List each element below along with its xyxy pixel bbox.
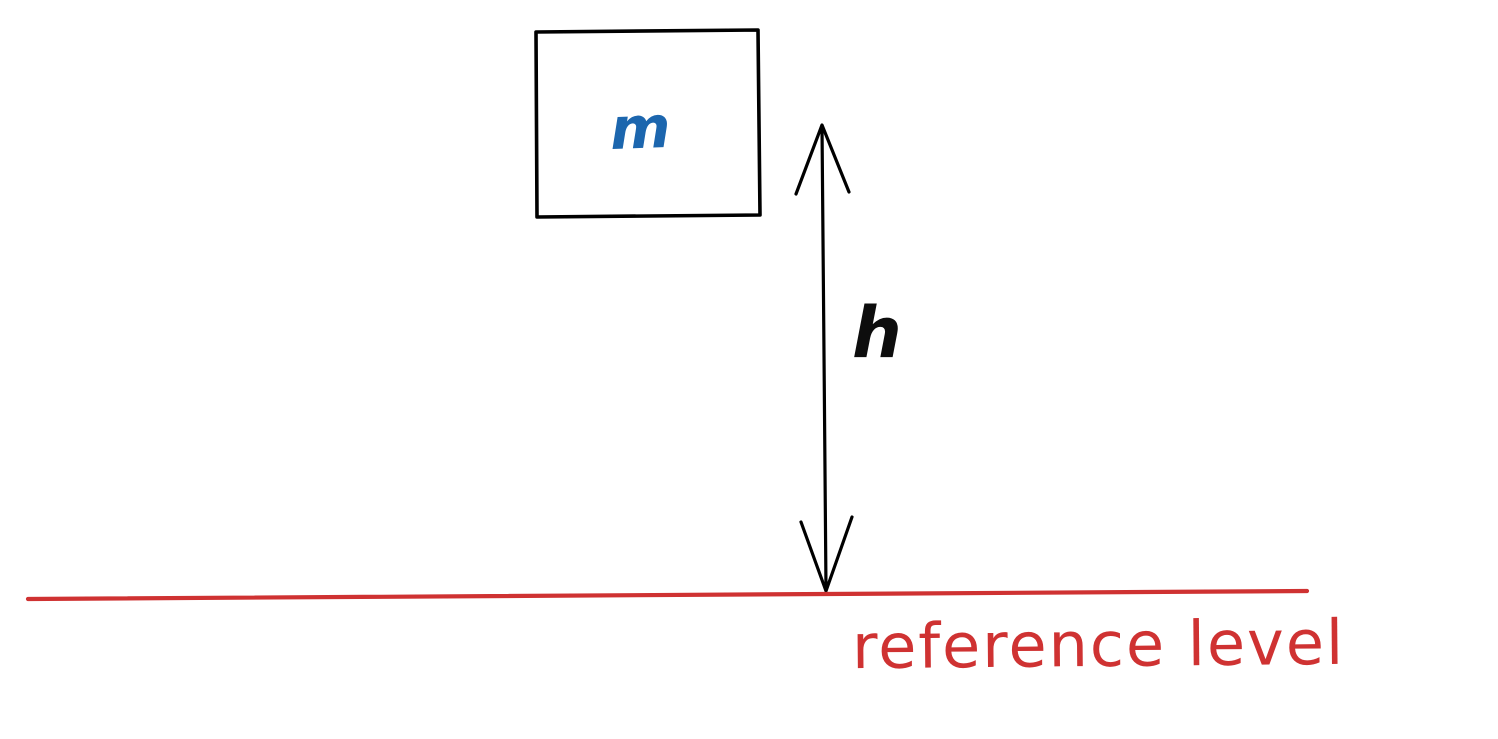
reference-level-label: reference level xyxy=(851,605,1346,684)
height-arrowhead-bottom-icon xyxy=(799,515,854,593)
height-arrowhead-top-icon xyxy=(794,123,851,196)
height-arrow-shaft xyxy=(820,124,828,591)
mass-label: m xyxy=(608,92,672,164)
height-label: h xyxy=(852,292,902,374)
reference-line xyxy=(25,588,1310,602)
mass-box xyxy=(534,28,762,219)
